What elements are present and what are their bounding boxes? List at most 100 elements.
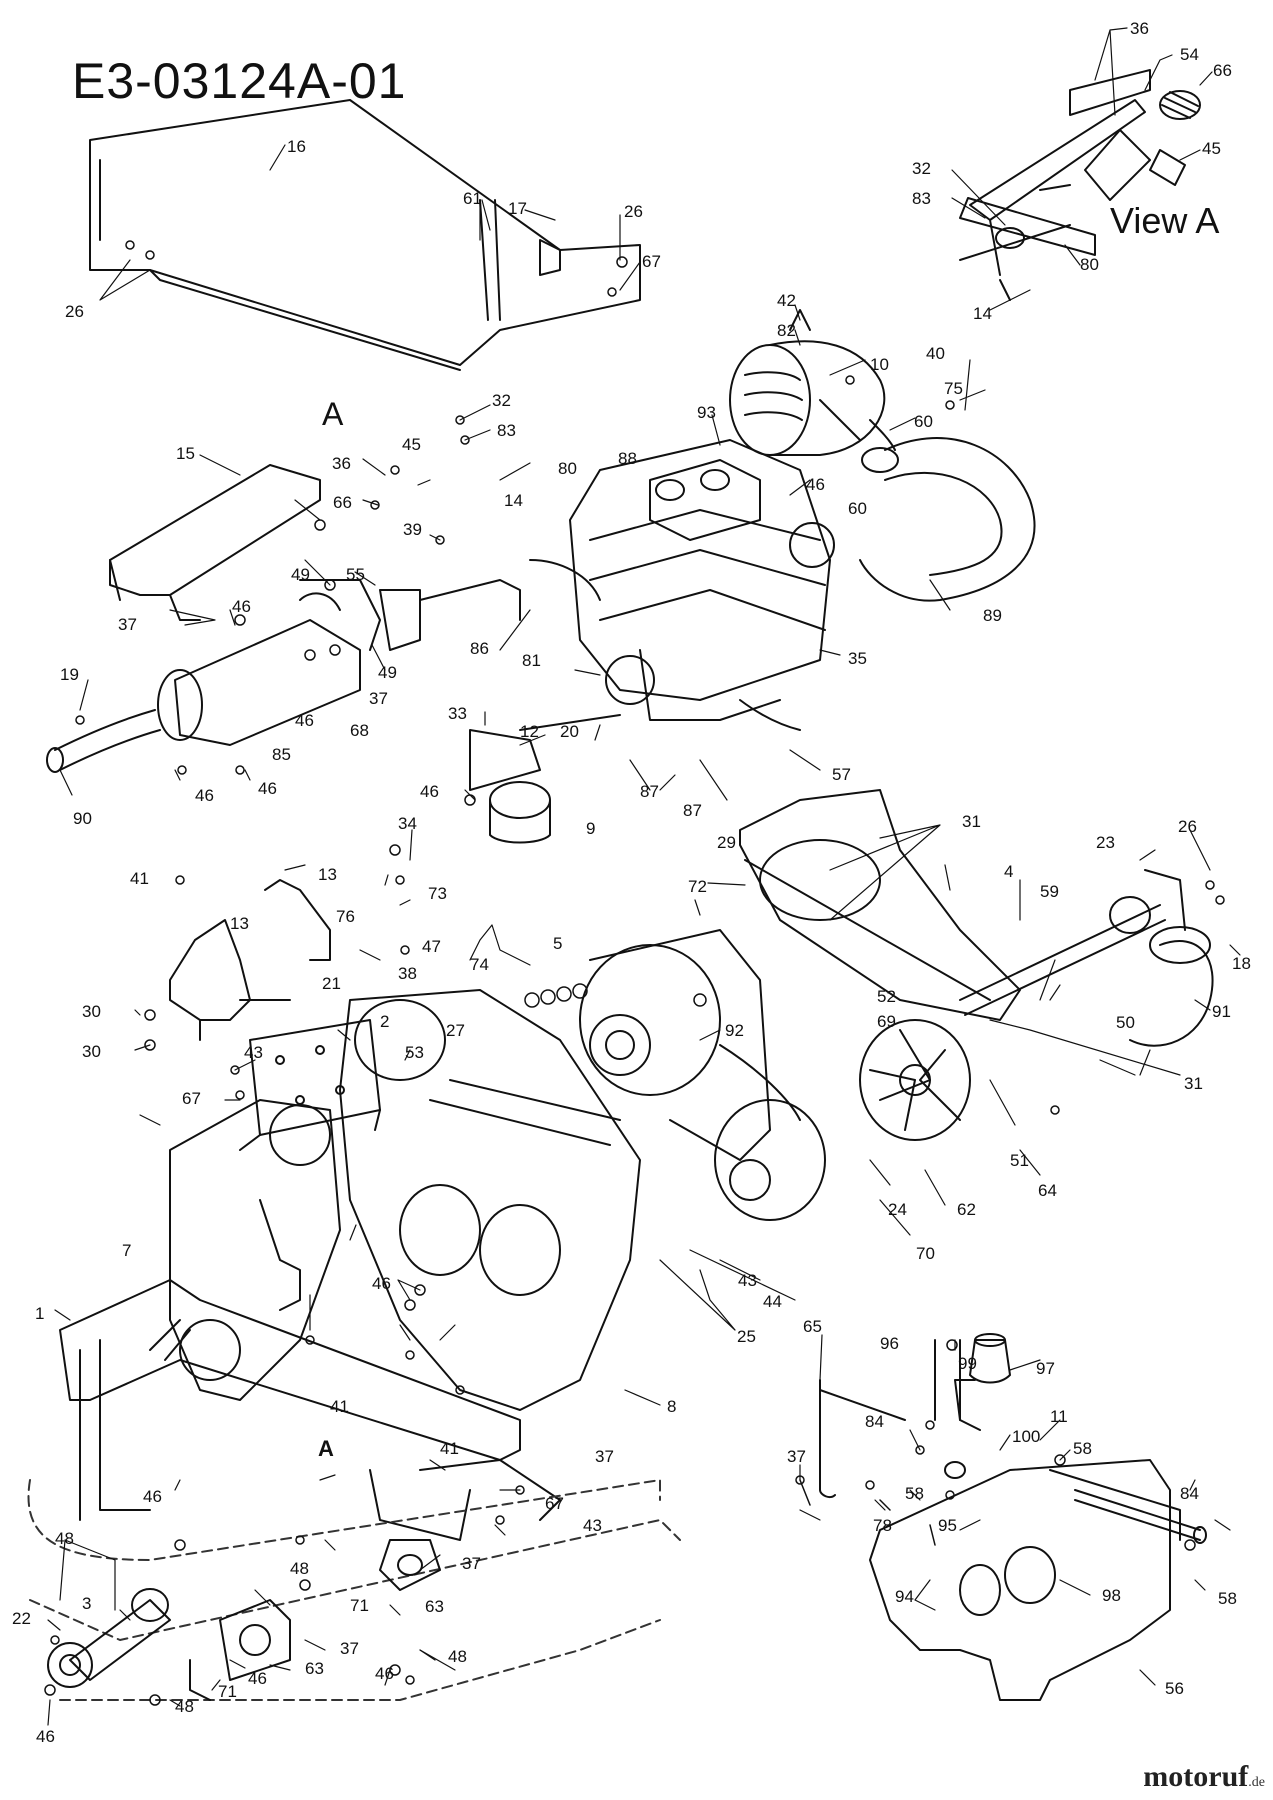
callout-label: 46 [806,475,825,494]
callout-label: 83 [912,189,931,208]
callout-label: 61 [463,189,482,208]
callout-label: 70 [916,1244,935,1263]
callout-label: 93 [697,403,716,422]
callout-label: 14 [973,304,992,323]
intake-hose [789,437,1036,602]
callout-label: 84 [1180,1484,1199,1503]
callout-label: 15 [176,444,195,463]
callout-label: 46 [195,786,214,805]
callout-label: 26 [1178,817,1197,836]
callout-label: 46 [258,779,277,798]
callout-label: 65 [803,1317,822,1336]
callout-label: 67 [642,252,661,271]
callout-label: 88 [618,449,637,468]
callout-label: 9 [586,819,596,838]
logo-main: motoruf [1143,1760,1249,1793]
callout-label: 32 [492,391,511,410]
chassis-outline [27,1479,681,1701]
callout-label: 12 [520,722,539,741]
callout-label: 45 [1202,139,1221,158]
callout-label: 99 [958,1354,977,1373]
callout-label: 32 [912,159,931,178]
callout-label: 60 [914,412,933,431]
callout-label: 34 [398,814,417,833]
callout-label: 30 [82,1042,101,1061]
callout-label: 53 [405,1043,424,1062]
cvt-assembly [579,929,826,1221]
callout-label: 87 [640,782,659,801]
transaxle [149,1099,341,1401]
heat-shield [109,464,321,621]
callout-label: 24 [888,1200,907,1219]
output-shaft [959,869,1214,1047]
callout-label: 87 [683,801,702,820]
callout-label: 80 [1080,255,1099,274]
view-a-label: View A [1110,200,1220,241]
mount-brackets [189,1539,441,1701]
callout-label: 76 [336,907,355,926]
cables [819,1379,1207,1544]
callout-label: 72 [688,877,707,896]
callout-label: 49 [378,663,397,682]
callout-label: 31 [1184,1074,1203,1093]
callout-label: 13 [318,865,337,884]
callout-label: 59 [1040,882,1059,901]
callout-label: 5 [553,934,563,953]
callout-label: 46 [36,1727,55,1746]
callout-label: 11 [1050,1407,1068,1426]
callout-label: 49 [291,565,310,584]
callout-label: 48 [175,1697,194,1716]
diagram-code: E3-03124A-01 [72,53,407,109]
engine-block [529,439,831,731]
callout-label: 37 [595,1447,614,1466]
mount-plates [169,879,331,1041]
callout-label: 29 [717,833,736,852]
callout-label: 37 [369,689,388,708]
callout-label: 37 [118,615,137,634]
callout-label: 16 [287,137,306,156]
belt-cover [739,789,1021,1021]
frame-marker-a: A [318,1436,334,1461]
callout-label: 66 [1213,61,1232,80]
fuel-cap-assembly [934,1333,1011,1479]
callout-label: 98 [1102,1586,1121,1605]
callout-label: 71 [350,1596,369,1615]
callout-label: 46 [372,1274,391,1293]
callout-label: 63 [425,1597,444,1616]
callout-label: 81 [522,651,541,670]
leader-lines [47,27,1241,1726]
callout-label: 18 [1232,954,1251,973]
logo-suffix: .de [1248,1775,1265,1790]
callout-label: 46 [375,1664,394,1683]
callout-label: 73 [428,884,447,903]
callout-label: 23 [1096,833,1115,852]
callout-label: 51 [1010,1151,1029,1170]
callout-label: 8 [667,1397,677,1416]
fuel-tank [869,1459,1181,1701]
callout-label: 85 [272,745,291,764]
callout-label: 33 [448,704,467,723]
view-a-assembly [959,69,1201,301]
muffler [46,579,521,773]
callout-label: 39 [403,520,422,539]
callout-label: 100 [1012,1427,1041,1446]
fasteners [44,240,1225,1706]
callout-label: 63 [305,1659,324,1678]
callout-label: 41 [130,869,149,888]
callout-label: 64 [1038,1181,1057,1200]
callout-label: 37 [787,1447,806,1466]
callout-label: 46 [232,597,251,616]
callout-label: 95 [938,1516,957,1535]
callout-label: 68 [350,721,369,740]
callout-label: 30 [82,1002,101,1021]
callout-label: 36 [1130,19,1149,38]
callout-label: 13 [230,914,249,933]
callout-label: 78 [873,1516,892,1535]
callout-label: 89 [983,606,1002,625]
callout-label: 43 [738,1271,757,1290]
callout-label: 37 [340,1639,359,1658]
callout-label: 10 [870,355,889,374]
callout-label: 36 [332,454,351,473]
callout-label: 52 [877,987,896,1006]
callout-label: 14 [504,491,523,510]
